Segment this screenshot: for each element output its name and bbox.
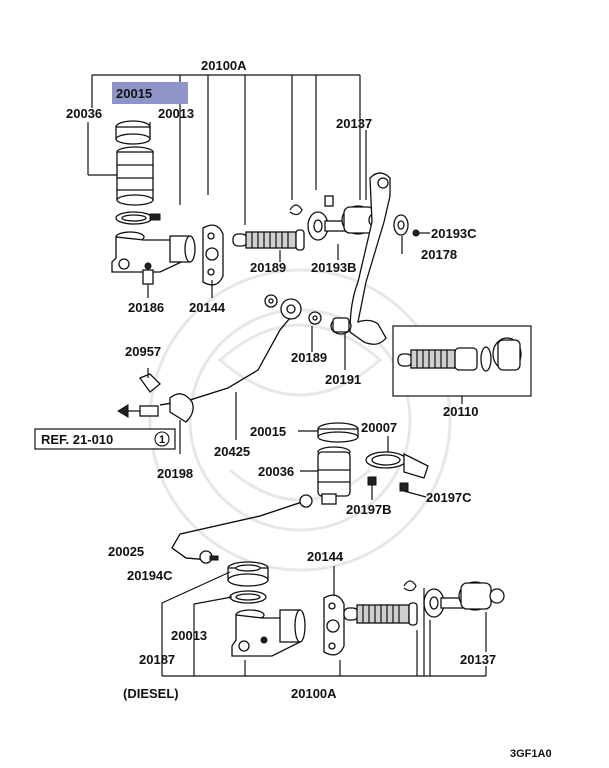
label-20189-b: 20189: [291, 350, 327, 365]
label-20110: 20110: [443, 404, 478, 419]
bracket-20198: [169, 393, 194, 454]
bolt-20186: [142, 269, 154, 298]
label-20186: 20186: [128, 300, 164, 315]
master-cylinder-bottom: [231, 609, 306, 657]
label-20100a-top: 20100A: [201, 58, 247, 73]
reservoir-cap-mid: [317, 422, 359, 443]
washer-20178: [393, 214, 409, 236]
label-20178: 20178: [421, 247, 457, 262]
snap-ring-top: [289, 204, 303, 216]
bolt-20197b: [367, 476, 377, 500]
label-20015-top: 20015: [116, 86, 152, 101]
boot-pushrod-top: [307, 195, 384, 241]
highlight-20015: [112, 82, 188, 104]
label-20193b: 20193B: [311, 260, 357, 275]
label-20137-top: 20137: [336, 116, 372, 131]
washer-20189-a: [264, 294, 278, 308]
label-20144-top: 20144: [189, 300, 226, 315]
label-20194c: 20194C: [127, 568, 173, 583]
boot-pushrod-bottom: [423, 581, 505, 618]
label-ref: REF. 21-010: [41, 432, 113, 447]
label-20036-top: 20036: [66, 106, 102, 121]
clutch-pedal: [349, 172, 391, 345]
line-end-fitting: [117, 404, 159, 418]
label-20197c: 20197C: [426, 490, 472, 505]
label-20425: 20425: [214, 444, 250, 459]
label-20036-mid: 20036: [258, 464, 294, 479]
clip-20194c: [199, 550, 219, 564]
figure-code: 3GF1A0: [510, 748, 552, 760]
label-20193c: 20193C: [431, 226, 477, 241]
reservoir-cap-top: [115, 120, 151, 145]
label-ref-num: 1: [159, 434, 165, 446]
label-20013-bottom: 20013: [171, 628, 207, 643]
label-20025: 20025: [108, 544, 144, 559]
label-20197b: 20197B: [346, 502, 392, 517]
label-20187: 20187: [139, 652, 175, 667]
bracket-20007: [365, 451, 429, 479]
snap-ring-bottom: [403, 580, 417, 592]
label-20015-mid: 20015: [250, 424, 286, 439]
label-20013-top: 20013: [158, 106, 194, 121]
label-20100a-bottom: 20100A: [291, 686, 337, 701]
clip-20957: [138, 368, 161, 393]
washer-20189-b: [308, 311, 322, 325]
master-cylinder-top: [111, 231, 196, 273]
hose-clamp-top: [115, 211, 161, 225]
clip-20193c: [412, 229, 430, 237]
slave-cylinder-box: [392, 325, 532, 404]
label-20191: 20191: [325, 372, 361, 387]
piston-assembly-bottom: [343, 602, 418, 626]
gasket-top: [202, 224, 224, 298]
piston-assembly-top: [232, 229, 305, 251]
reservoir-body-mid: [317, 446, 351, 505]
line-fitting: [280, 298, 302, 320]
gasket-bottom: [323, 594, 345, 656]
label-diesel: (DIESEL): [123, 686, 179, 701]
ref-box: [34, 428, 176, 450]
hose-clamp-bottom: [229, 590, 267, 604]
union-bolt-20191: [330, 317, 352, 370]
label-20144-bottom: 20144: [307, 549, 344, 564]
reservoir-body-top: [116, 146, 154, 206]
label-20189-a: 20189: [250, 260, 286, 275]
label-20198: 20198: [157, 466, 193, 481]
watermark-emblem: [148, 268, 452, 572]
hose-fitting-top: [299, 494, 313, 508]
reservoir-port-bottom: [227, 561, 269, 587]
label-20137-bottom: 20137: [460, 652, 496, 667]
label-20957: 20957: [125, 344, 161, 359]
label-20007: 20007: [361, 420, 397, 435]
bracket-20100a-bottom: [161, 571, 487, 677]
bolt-20197c: [399, 482, 427, 498]
